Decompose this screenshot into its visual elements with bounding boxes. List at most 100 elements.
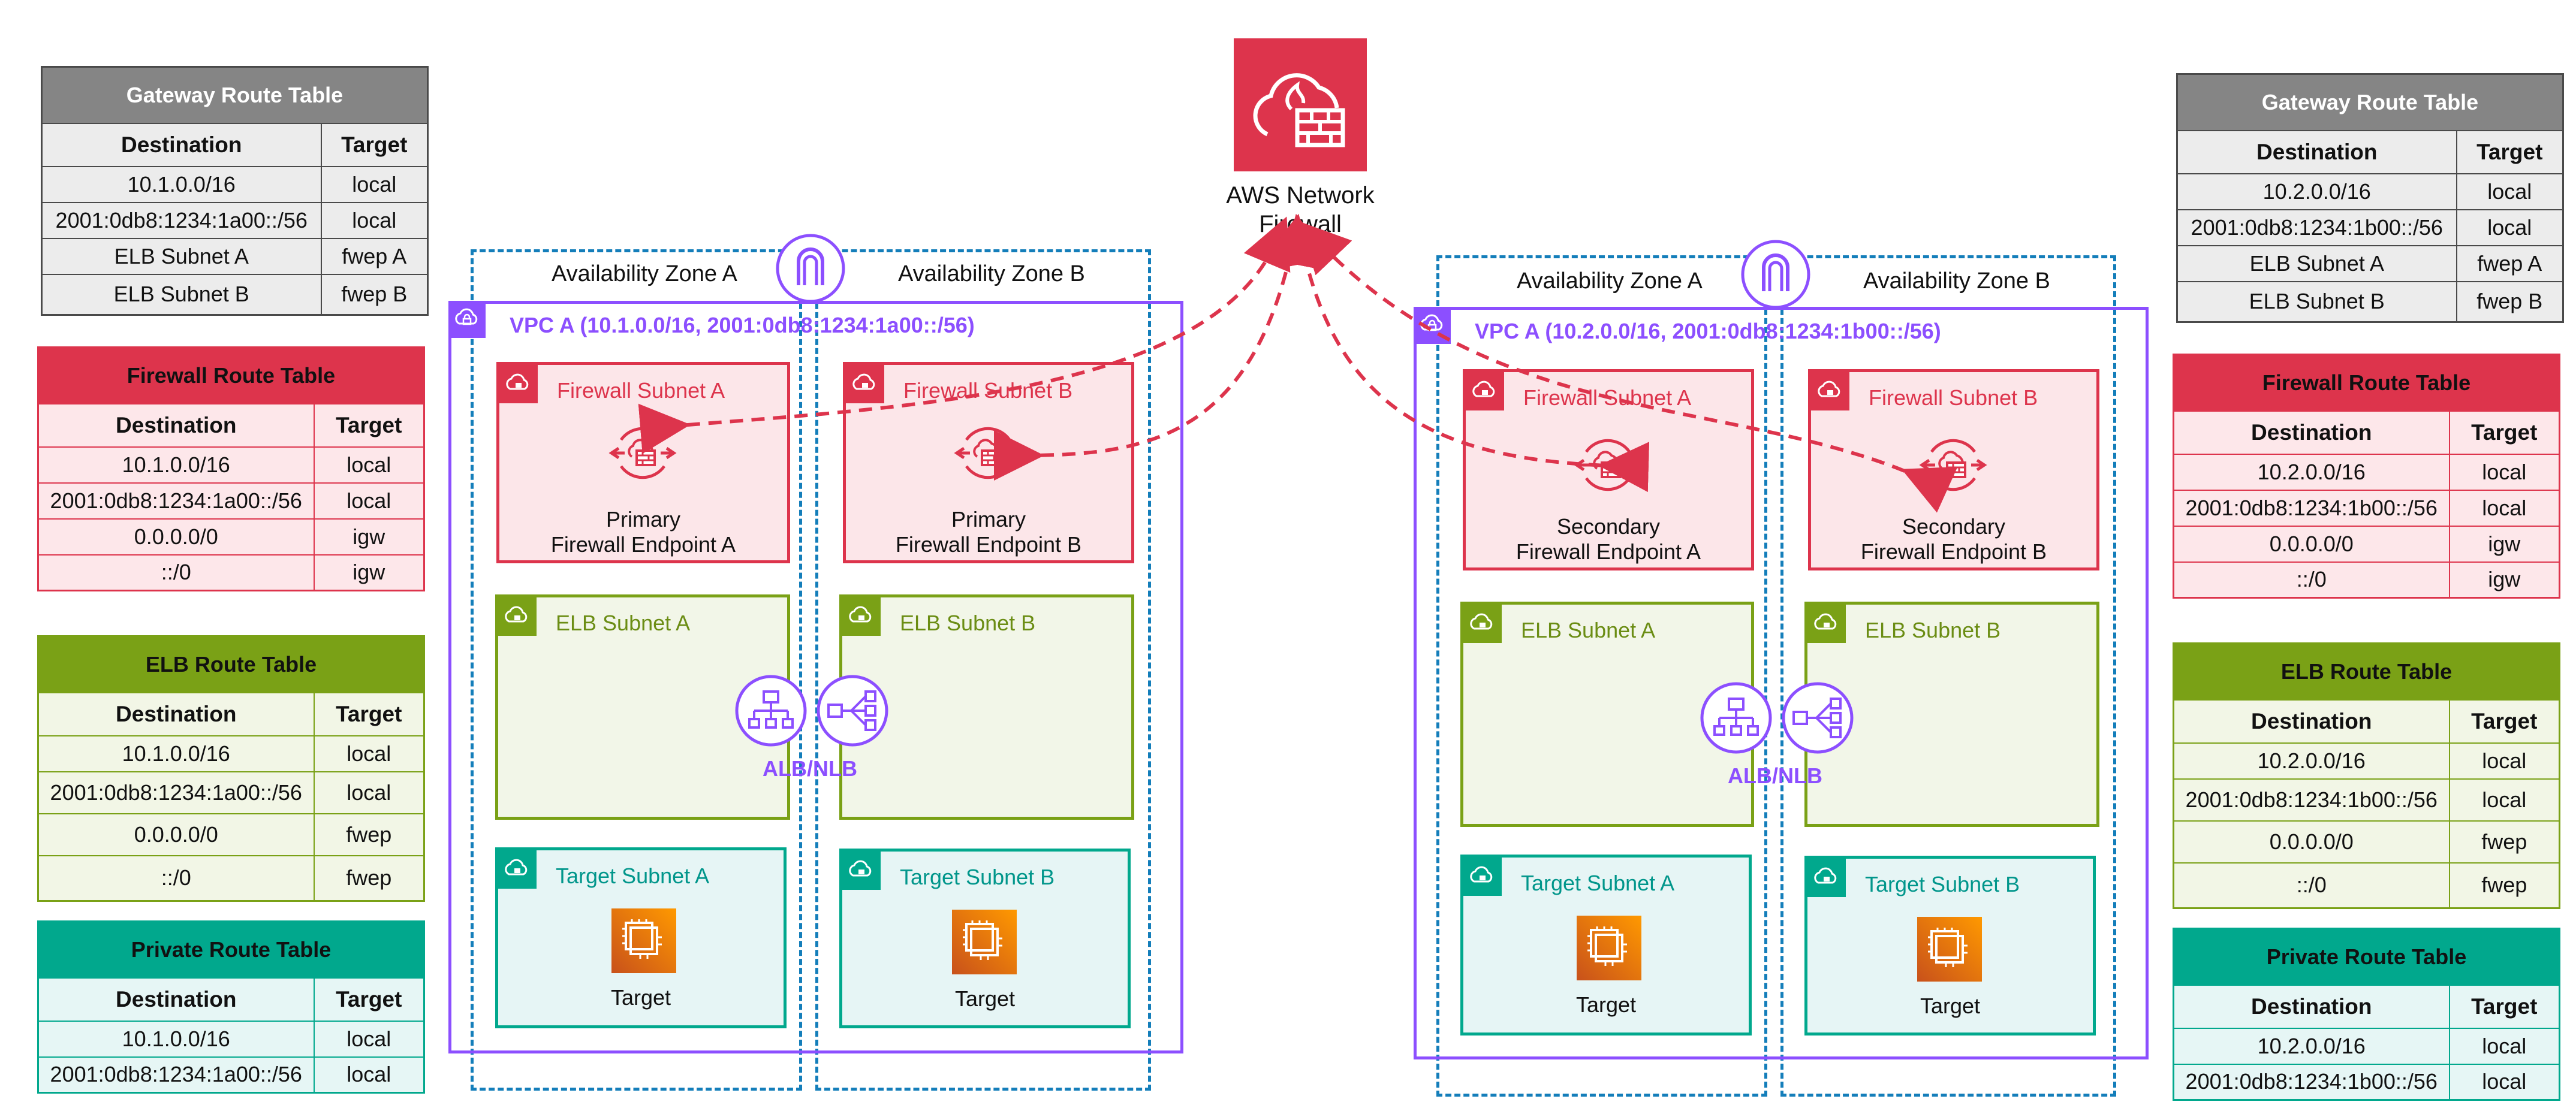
subnet-icon bbox=[1811, 372, 1849, 410]
table-cell: fwep B bbox=[2456, 280, 2564, 323]
subnet-icon bbox=[498, 597, 537, 636]
subnet-label: Target Subnet A bbox=[1521, 871, 1675, 895]
table-cell: local bbox=[320, 165, 429, 203]
table-cell: ELB Subnet B bbox=[41, 273, 322, 316]
subnet-label: ELB Subnet B bbox=[900, 611, 1036, 635]
endpoint-name: Firewall Endpoint B bbox=[895, 532, 1082, 557]
target-label: Target bbox=[1575, 992, 1637, 1017]
table-cell: ELB Subnet A bbox=[41, 237, 322, 275]
column-header: Target bbox=[2448, 410, 2560, 455]
column-header: Destination bbox=[2173, 984, 2450, 1029]
table-cell: 10.1.0.0/16 bbox=[37, 1020, 315, 1058]
firewall-endpoint-icon bbox=[1919, 439, 1987, 491]
table-cell: 0.0.0.0/0 bbox=[2173, 820, 2450, 864]
vpc-icon bbox=[448, 301, 486, 338]
anf-label-line: AWS Network bbox=[1226, 182, 1375, 209]
table-cell: local bbox=[313, 735, 425, 772]
table-cell: fwep A bbox=[320, 237, 429, 275]
column-header: Destination bbox=[2173, 410, 2450, 455]
subnet-icon bbox=[846, 365, 884, 403]
table-cell: fwep bbox=[313, 813, 425, 856]
alb-icon bbox=[1700, 682, 1772, 754]
firewall-endpoint-icon bbox=[608, 427, 677, 479]
column-header: Target bbox=[2448, 699, 2560, 744]
subnet-label: Firewall Subnet B bbox=[1869, 385, 2038, 410]
table-cell: 2001:0db8:1234:1a00::/56 bbox=[37, 771, 315, 814]
left-alb-nlb-label: ALB/NLB bbox=[763, 756, 857, 781]
column-header: Target bbox=[320, 122, 429, 167]
table-cell: local bbox=[320, 201, 429, 239]
column-header: Destination bbox=[37, 692, 315, 736]
table-cell: ELB Subnet B bbox=[2176, 280, 2457, 323]
table-cell: ::/0 bbox=[37, 855, 315, 902]
table-cell: 2001:0db8:1234:1a00::/56 bbox=[41, 201, 322, 239]
subnet-icon bbox=[842, 852, 881, 890]
endpoint-role: Secondary bbox=[1902, 514, 2006, 539]
right-alb-nlb-label: ALB/NLB bbox=[1728, 763, 1822, 788]
subnet-label: Firewall Subnet A bbox=[1523, 385, 1692, 410]
table-cell: 10.2.0.0/16 bbox=[2173, 1027, 2450, 1065]
subnet-icon bbox=[1466, 372, 1504, 410]
right-az-a-label: Availability Zone A bbox=[1517, 268, 1703, 294]
ec2-instance-icon bbox=[1577, 916, 1641, 980]
left-elb-subnet-b: ELB Subnet B bbox=[839, 594, 1134, 820]
table-cell: local bbox=[313, 771, 425, 814]
endpoint-name: Firewall Endpoint B bbox=[1860, 539, 2047, 564]
table-cell: 2001:0db8:1234:1b00::/56 bbox=[2173, 489, 2450, 527]
table-title: Private Route Table bbox=[2173, 928, 2560, 986]
left-endpoint-b-label: Primary Firewall Endpoint B bbox=[843, 507, 1134, 557]
table-cell: igw bbox=[2448, 561, 2560, 599]
column-header: Destination bbox=[2173, 699, 2450, 744]
left-endpoint-a-label: Primary Firewall Endpoint A bbox=[496, 507, 790, 557]
internet-gateway-icon bbox=[1741, 240, 1810, 309]
column-header: Target bbox=[2448, 984, 2560, 1029]
table-cell: local bbox=[313, 1020, 425, 1058]
column-header: Destination bbox=[37, 977, 315, 1022]
endpoint-name: Firewall Endpoint A bbox=[1516, 539, 1701, 564]
firewall-endpoint-icon bbox=[1574, 439, 1642, 491]
firewall-endpoint-icon bbox=[954, 427, 1022, 479]
right-az-b-label: Availability Zone B bbox=[1863, 268, 2050, 294]
table-cell: 2001:0db8:1234:1a00::/56 bbox=[37, 1056, 315, 1094]
column-header: Destination bbox=[37, 403, 315, 448]
internet-gateway-icon bbox=[776, 234, 845, 303]
table-cell: 2001:0db8:1234:1b00::/56 bbox=[2176, 209, 2457, 246]
ec2-instance-icon bbox=[1917, 917, 1982, 982]
table-title: ELB Route Table bbox=[37, 635, 425, 693]
subnet-label: ELB Subnet B bbox=[1865, 618, 2001, 642]
table-cell: igw bbox=[313, 518, 425, 556]
table-cell: local bbox=[313, 446, 425, 484]
left-az-b-label: Availability Zone B bbox=[898, 261, 1085, 286]
table-cell: igw bbox=[2448, 525, 2560, 563]
column-header: Target bbox=[313, 692, 425, 736]
endpoint-name: Firewall Endpoint A bbox=[550, 532, 736, 557]
table-cell: 10.2.0.0/16 bbox=[2176, 173, 2457, 210]
subnet-icon bbox=[499, 365, 538, 403]
endpoint-role: Primary bbox=[951, 507, 1026, 532]
vpc-icon bbox=[1414, 307, 1451, 344]
table-cell: ELB Subnet A bbox=[2176, 244, 2457, 282]
table-cell: local bbox=[2448, 778, 2560, 822]
